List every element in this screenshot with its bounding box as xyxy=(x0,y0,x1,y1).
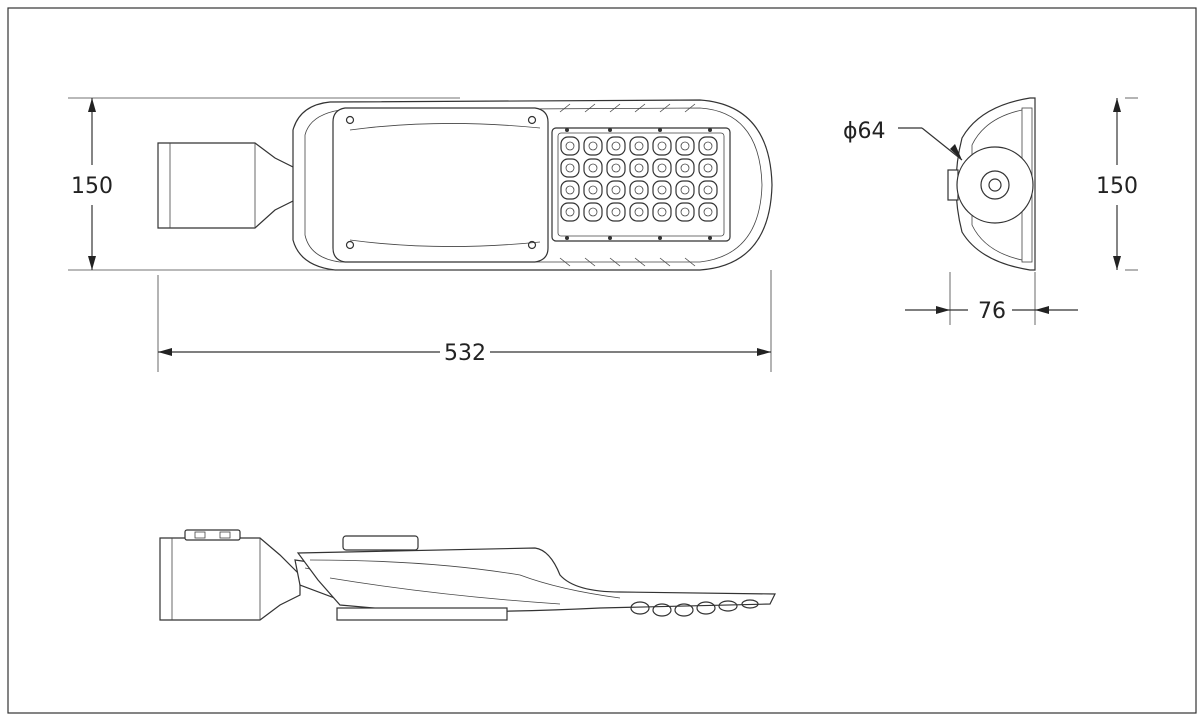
led-lens xyxy=(560,202,580,222)
led-lens-center xyxy=(588,141,598,151)
led-lens xyxy=(675,180,695,200)
led-lens-center xyxy=(657,163,667,173)
end-view: ϕ64 150 76 xyxy=(843,97,1138,325)
dimension-diameter: ϕ64 xyxy=(843,119,963,161)
side-top-cap xyxy=(342,535,419,551)
led-lens xyxy=(698,180,718,200)
led-lens-center xyxy=(565,185,575,195)
led-lens-center xyxy=(565,163,575,173)
led-lens xyxy=(583,180,603,200)
led-lens-center xyxy=(703,141,713,151)
led-lens-center xyxy=(634,207,644,217)
led-lens-center xyxy=(611,207,621,217)
led-lens-center xyxy=(611,141,621,151)
dimension-depth: 76 xyxy=(905,272,1078,325)
led-lens xyxy=(629,136,649,156)
top-view: 150 532 xyxy=(68,97,773,372)
led-lens xyxy=(629,180,649,200)
led-lens xyxy=(629,158,649,178)
dimension-height-end-view: 150 xyxy=(1096,97,1138,271)
led-lens xyxy=(606,202,626,222)
drawing-border xyxy=(7,7,1197,714)
led-lens xyxy=(652,158,672,178)
driver-cover xyxy=(332,107,549,263)
led-lens-center xyxy=(588,207,598,217)
led-lens xyxy=(698,158,718,178)
side-view xyxy=(159,529,776,621)
dimension-length: 532 xyxy=(157,270,772,372)
led-lens-center xyxy=(588,163,598,173)
led-lens xyxy=(606,136,626,156)
led-lens xyxy=(583,158,603,178)
led-lens-center xyxy=(657,141,667,151)
led-lens xyxy=(698,202,718,222)
led-lens-center xyxy=(634,141,644,151)
dim-phi64-label: ϕ64 xyxy=(843,119,886,144)
led-lens xyxy=(675,136,695,156)
led-lens-center xyxy=(703,207,713,217)
led-lens-center xyxy=(657,207,667,217)
dim-76-label: 76 xyxy=(978,299,1006,324)
side-led-lenses xyxy=(630,599,759,617)
led-lens xyxy=(560,180,580,200)
led-lens-center xyxy=(657,185,667,195)
led-lens xyxy=(560,136,580,156)
led-lens-center xyxy=(680,141,690,151)
pole-mount xyxy=(157,142,296,229)
led-lens xyxy=(583,202,603,222)
led-lens-center xyxy=(634,163,644,173)
led-lens-array xyxy=(560,136,718,222)
led-module xyxy=(551,127,731,242)
led-lens-center xyxy=(680,163,690,173)
dim-150-end-label: 150 xyxy=(1096,174,1138,199)
led-lens xyxy=(560,158,580,178)
led-lens-center xyxy=(680,185,690,195)
spigot-end-circle xyxy=(956,146,1034,224)
led-lens-center xyxy=(565,207,575,217)
led-lens-center xyxy=(565,141,575,151)
led-lens-center xyxy=(703,185,713,195)
led-lens xyxy=(698,136,718,156)
led-lens-center xyxy=(680,207,690,217)
led-lens xyxy=(652,136,672,156)
led-lens xyxy=(652,202,672,222)
dim-150-label: 150 xyxy=(71,174,113,199)
led-lens-center xyxy=(611,185,621,195)
led-lens-center xyxy=(611,163,621,173)
side-pole-mount xyxy=(159,537,301,621)
led-lens-center xyxy=(588,185,598,195)
led-lens xyxy=(583,136,603,156)
led-lens xyxy=(606,180,626,200)
led-lens xyxy=(675,202,695,222)
led-lens xyxy=(675,158,695,178)
led-lens-center xyxy=(703,163,713,173)
side-base-plate xyxy=(336,607,508,621)
led-lens xyxy=(606,158,626,178)
module-screws xyxy=(565,128,712,240)
led-lens-center xyxy=(634,185,644,195)
led-lens xyxy=(652,180,672,200)
dimension-width-top-view: 150 xyxy=(68,97,460,271)
dim-532-label: 532 xyxy=(444,341,486,366)
led-lens xyxy=(629,202,649,222)
